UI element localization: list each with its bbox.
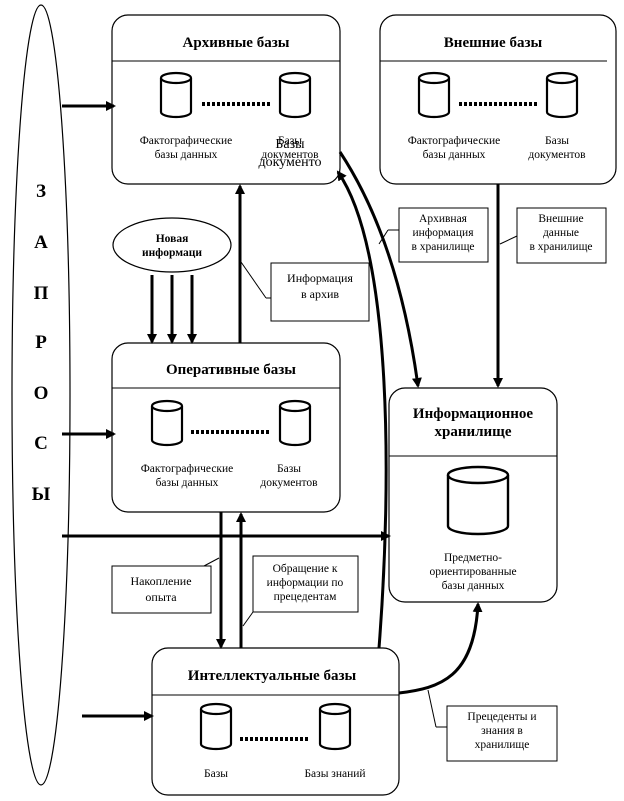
- callout-line: Архивная: [419, 213, 468, 225]
- requests-letter: Р: [35, 332, 47, 353]
- new-info-label-2: информаци: [142, 247, 202, 259]
- archive-bases-title: Архивные базы: [183, 35, 290, 51]
- new-info-arrow: [147, 275, 197, 344]
- requests-letter: А: [34, 232, 48, 253]
- archive-to-warehouse-arrow: [338, 151, 422, 388]
- intellectual-bases-box: Интеллектуальные базы Базы Базы знаний: [151, 647, 400, 796]
- callout-line: Информация: [287, 271, 353, 285]
- database-icon: [417, 71, 451, 119]
- callout-experience: Накопление опыта: [111, 557, 220, 614]
- callout-line: в хранилище: [529, 241, 592, 253]
- callout-line: Накопление: [130, 574, 191, 588]
- callout-line: в архив: [301, 287, 339, 301]
- database-icon: [278, 399, 312, 447]
- archive-fact-label-2: базы данных: [155, 149, 218, 161]
- information-warehouse-box: Информационное хранилище Предметно- орие…: [388, 387, 558, 603]
- external-bases-box: Внешние базы Фактографические базы данны…: [379, 14, 617, 185]
- archive-docs-label-2: документов: [261, 149, 319, 161]
- database-icon: [545, 71, 579, 119]
- callout-line: прецедентам: [274, 591, 337, 603]
- warehouse-title: Информационное: [413, 406, 533, 422]
- database-icon: [278, 71, 312, 119]
- callout-precedents-store: Прецеденты и знания в хранилище: [427, 689, 558, 762]
- warehouse-db-label: Предметно-: [444, 552, 502, 564]
- database-icon: [159, 71, 193, 119]
- callout-line: информации по: [267, 577, 344, 589]
- operational-docs-label: Базы: [277, 463, 301, 475]
- archive-fact-label: Фактографические: [140, 135, 233, 147]
- new-info-label: Новая: [156, 233, 189, 245]
- callout-line: знания в: [481, 725, 523, 737]
- callout-info-archive: Информация в архив: [240, 261, 370, 322]
- intellectual-to-warehouse-arrow: [398, 602, 483, 695]
- requests-letter: З: [36, 181, 46, 202]
- intellectual-bases-title: Интеллектуальные базы: [188, 668, 357, 684]
- requests-label: З А П Р О С Ы: [32, 181, 51, 505]
- new-info-ellipse: Новая информаци: [112, 217, 232, 273]
- external-bases-title: Внешние базы: [444, 35, 543, 51]
- callout-line: в хранилище: [411, 241, 474, 253]
- operational-fact-label: Фактографические: [141, 463, 234, 475]
- callout-archive-info: Архивная информация в хранилище: [378, 207, 489, 263]
- callout-external-data: Внешние данные в хранилище: [499, 207, 607, 264]
- intellectual-knowledge-label: Базы знаний: [304, 768, 365, 780]
- warehouse-db-label-3: базы данных: [442, 580, 505, 592]
- external-docs-label: Базы: [545, 135, 569, 147]
- archive-docs-label: Базы: [278, 135, 302, 147]
- operational-docs-label-2: документов: [260, 477, 318, 489]
- requests-letter: П: [34, 283, 49, 304]
- requests-ellipse: [11, 4, 71, 786]
- requests-letter: Ы: [32, 484, 51, 505]
- archive-docs-overlay-label: Базы: [275, 137, 305, 152]
- requests-letter: О: [34, 383, 49, 404]
- requests-letter: С: [34, 433, 48, 454]
- operational-fact-label-2: базы данных: [156, 477, 219, 489]
- callout-line: опыта: [145, 590, 177, 604]
- warehouse-db-label-2: ориентированные: [429, 566, 516, 578]
- archive-docs-overlay-label-2: документо: [258, 155, 321, 170]
- callout-line: Обращение к: [273, 563, 338, 575]
- callout-precedents-ref: Обращение к информации по прецедентам: [242, 555, 359, 627]
- callout-line: Прецеденты и: [467, 711, 536, 723]
- callout-line: информация: [413, 227, 475, 239]
- external-fact-label-2: базы данных: [423, 149, 486, 161]
- database-icon: [150, 399, 184, 447]
- warehouse-title-2: хранилище: [434, 424, 511, 440]
- callout-line: данные: [543, 227, 579, 239]
- operational-bases-title: Оперативные базы: [166, 362, 296, 378]
- callout-line: хранилище: [475, 739, 530, 751]
- archive-bases-box: Архивные базы Фактографические базы данн…: [111, 14, 341, 185]
- database-icon: [446, 465, 510, 536]
- intellectual-to-archive-arrow: [336, 170, 388, 649]
- external-docs-label-2: документов: [528, 149, 586, 161]
- database-icon: [318, 702, 352, 751]
- intellectual-db-label: Базы: [204, 768, 228, 780]
- operational-bases-box: Оперативные базы Фактографические базы д…: [111, 342, 341, 513]
- external-fact-label: Фактографические: [408, 135, 501, 147]
- database-icon: [199, 702, 233, 751]
- callout-line: Внешние: [538, 213, 583, 225]
